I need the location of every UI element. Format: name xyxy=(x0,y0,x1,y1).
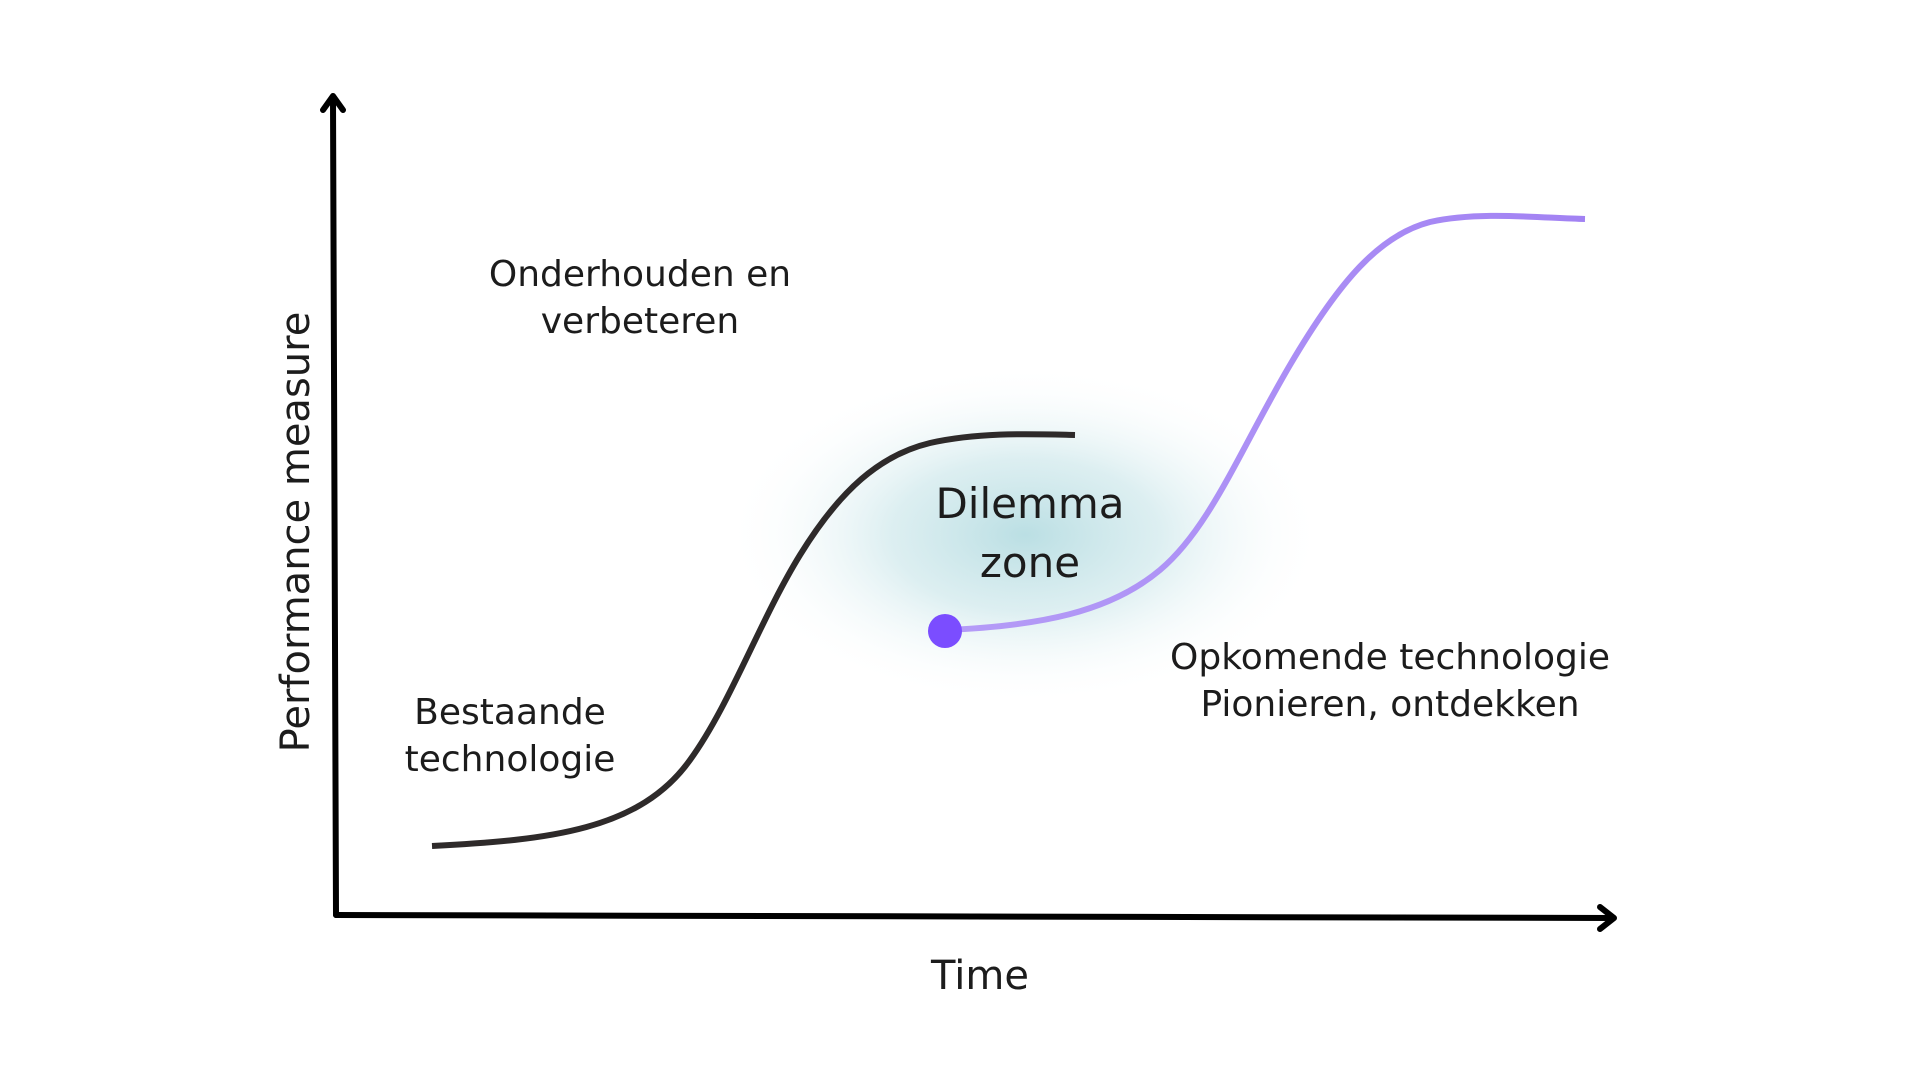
existing-technology-curve xyxy=(431,431,1076,849)
emerging-line-1: Opkomende technologie xyxy=(1170,637,1610,678)
y-axis-arrowhead xyxy=(320,93,346,113)
existing-line-1: Bestaande xyxy=(414,692,606,733)
x-axis-line xyxy=(333,912,1616,921)
emerging-start-dot xyxy=(928,614,962,648)
emerging-technology-annotation: Opkomende technologie Pionieren, ontdekk… xyxy=(1130,635,1650,729)
dilemma-zone-annotation: Dilemma zone xyxy=(880,475,1180,593)
existing-line-2: technologie xyxy=(404,738,616,780)
maintain-annotation: Onderhouden en verbeteren xyxy=(390,252,890,346)
emerging-line-2: Pionieren, ontdekken xyxy=(1200,683,1580,725)
emerging-technology-curve xyxy=(944,212,1586,633)
y-axis-line xyxy=(330,97,339,918)
x-axis-label: Time xyxy=(931,953,1029,999)
maintain-line-2: verbeteren xyxy=(540,300,740,342)
dilemma-zone-glow xyxy=(725,365,1325,705)
dilemma-line-2: zone xyxy=(979,537,1081,587)
maintain-line-1: Onderhouden en xyxy=(488,254,792,295)
existing-technology-annotation: Bestaande technologie xyxy=(360,690,660,784)
dilemma-line-1: Dilemma xyxy=(935,479,1125,528)
y-axis-label: Performance measure xyxy=(273,311,319,753)
x-axis-arrowhead xyxy=(1597,904,1617,932)
